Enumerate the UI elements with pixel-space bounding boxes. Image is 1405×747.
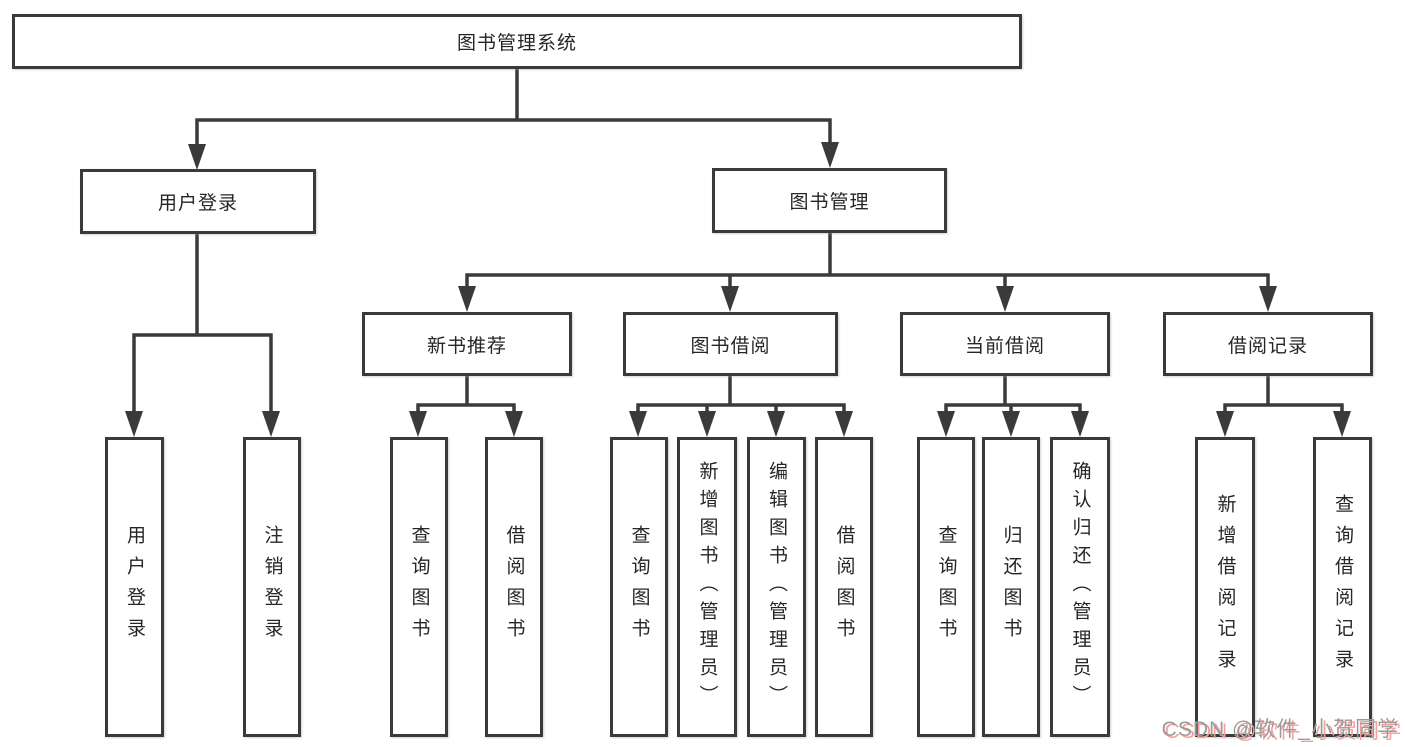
leaf-borrow-book-newbook: 借阅图书 bbox=[485, 437, 543, 737]
leaf-query-borrow-record: 查询借阅记录 bbox=[1313, 437, 1372, 737]
arrowhead bbox=[835, 411, 853, 437]
arrowhead bbox=[1071, 411, 1089, 437]
leaf-borrow-book-borrow: 借阅图书 bbox=[815, 437, 873, 737]
node-new-book-recommend: 新书推荐 bbox=[362, 312, 572, 376]
arrowhead bbox=[409, 411, 427, 437]
leaf-query-book-current: 查询图书 bbox=[917, 437, 975, 737]
arrowhead bbox=[505, 411, 523, 437]
arrowhead bbox=[937, 411, 955, 437]
connector-new-book-group bbox=[409, 376, 523, 437]
arrowhead bbox=[458, 286, 476, 312]
connector-borrow-records-group bbox=[1216, 376, 1351, 437]
connector-line bbox=[636, 376, 846, 414]
leaf-add-book-admin: 新增图书（管理员） bbox=[677, 437, 737, 737]
node-book-management-label: 图书管理 bbox=[789, 192, 870, 213]
connector-line bbox=[416, 376, 516, 414]
arrowhead bbox=[1216, 411, 1234, 437]
arrowhead bbox=[1259, 286, 1277, 312]
leaf-query-book-current-label: 查询图书 bbox=[935, 525, 957, 649]
node-root: 图书管理系统 bbox=[12, 14, 1022, 69]
arrowhead bbox=[629, 411, 647, 437]
connector-line bbox=[195, 68, 832, 147]
arrowhead bbox=[1333, 411, 1351, 437]
leaf-add-borrow-record-label: 新增借阅记录 bbox=[1214, 494, 1236, 680]
leaf-borrow-book-newbook-label: 借阅图书 bbox=[503, 525, 525, 649]
leaf-user-login: 用户登录 bbox=[105, 437, 164, 737]
arrowhead bbox=[125, 411, 143, 437]
connector-book-borrow-group bbox=[629, 376, 853, 437]
node-user-login-label: 用户登录 bbox=[157, 193, 238, 214]
leaf-borrow-book-borrow-label: 借阅图书 bbox=[833, 525, 855, 649]
node-root-label: 图书管理系统 bbox=[456, 33, 577, 54]
arrowhead bbox=[821, 142, 839, 168]
node-book-management: 图书管理 bbox=[712, 168, 947, 233]
leaf-query-book-borrow: 查询图书 bbox=[610, 437, 668, 737]
leaf-add-book-admin-label: 新增图书（管理员） bbox=[696, 461, 718, 713]
connector-user-login-group bbox=[125, 234, 280, 437]
arrowhead bbox=[188, 144, 206, 170]
leaf-edit-book-admin-label: 编辑图书（管理员） bbox=[766, 461, 787, 713]
leaf-query-book-newbook: 查询图书 bbox=[390, 437, 448, 737]
connector-line bbox=[132, 234, 273, 414]
connector-line bbox=[944, 376, 1082, 414]
node-borrow-records-label: 借阅记录 bbox=[1227, 335, 1308, 357]
connector-line bbox=[465, 232, 1270, 289]
node-user-login: 用户登录 bbox=[80, 169, 316, 234]
arrowhead bbox=[262, 411, 280, 437]
connector-line bbox=[1223, 376, 1344, 414]
arrowhead bbox=[698, 411, 716, 437]
connector-root-to-level2 bbox=[188, 68, 839, 170]
connector-book-management-group bbox=[458, 232, 1277, 312]
node-new-book-recommend-label: 新书推荐 bbox=[426, 335, 507, 357]
csdn-watermark: CSDN @软件_小贺同学 bbox=[1161, 718, 1399, 741]
leaf-confirm-return-admin-label: 确认归还（管理员） bbox=[1069, 461, 1091, 713]
leaf-logout-label: 注销登录 bbox=[261, 525, 283, 649]
arrowhead bbox=[996, 286, 1014, 312]
leaf-confirm-return-admin: 确认归还（管理员） bbox=[1050, 437, 1110, 737]
leaf-user-login-label: 用户登录 bbox=[124, 525, 145, 649]
node-current-borrow: 当前借阅 bbox=[900, 312, 1110, 376]
node-book-borrow-label: 图书借阅 bbox=[690, 335, 771, 357]
node-book-borrow: 图书借阅 bbox=[623, 312, 838, 376]
connector-current-borrow-group bbox=[937, 376, 1089, 437]
arrowhead bbox=[767, 411, 785, 437]
node-current-borrow-label: 当前借阅 bbox=[964, 335, 1045, 357]
node-borrow-records: 借阅记录 bbox=[1163, 312, 1373, 376]
arrowhead bbox=[721, 286, 739, 312]
leaf-query-book-newbook-label: 查询图书 bbox=[408, 525, 430, 649]
leaf-return-book: 归还图书 bbox=[982, 437, 1040, 737]
leaf-logout: 注销登录 bbox=[243, 437, 301, 737]
leaf-edit-book-admin: 编辑图书（管理员） bbox=[747, 437, 806, 737]
arrowhead bbox=[1002, 411, 1020, 437]
leaf-add-borrow-record: 新增借阅记录 bbox=[1195, 437, 1255, 737]
leaf-query-borrow-record-label: 查询借阅记录 bbox=[1332, 494, 1353, 680]
leaf-return-book-label: 归还图书 bbox=[1000, 525, 1022, 649]
leaf-query-book-borrow-label: 查询图书 bbox=[628, 525, 650, 649]
